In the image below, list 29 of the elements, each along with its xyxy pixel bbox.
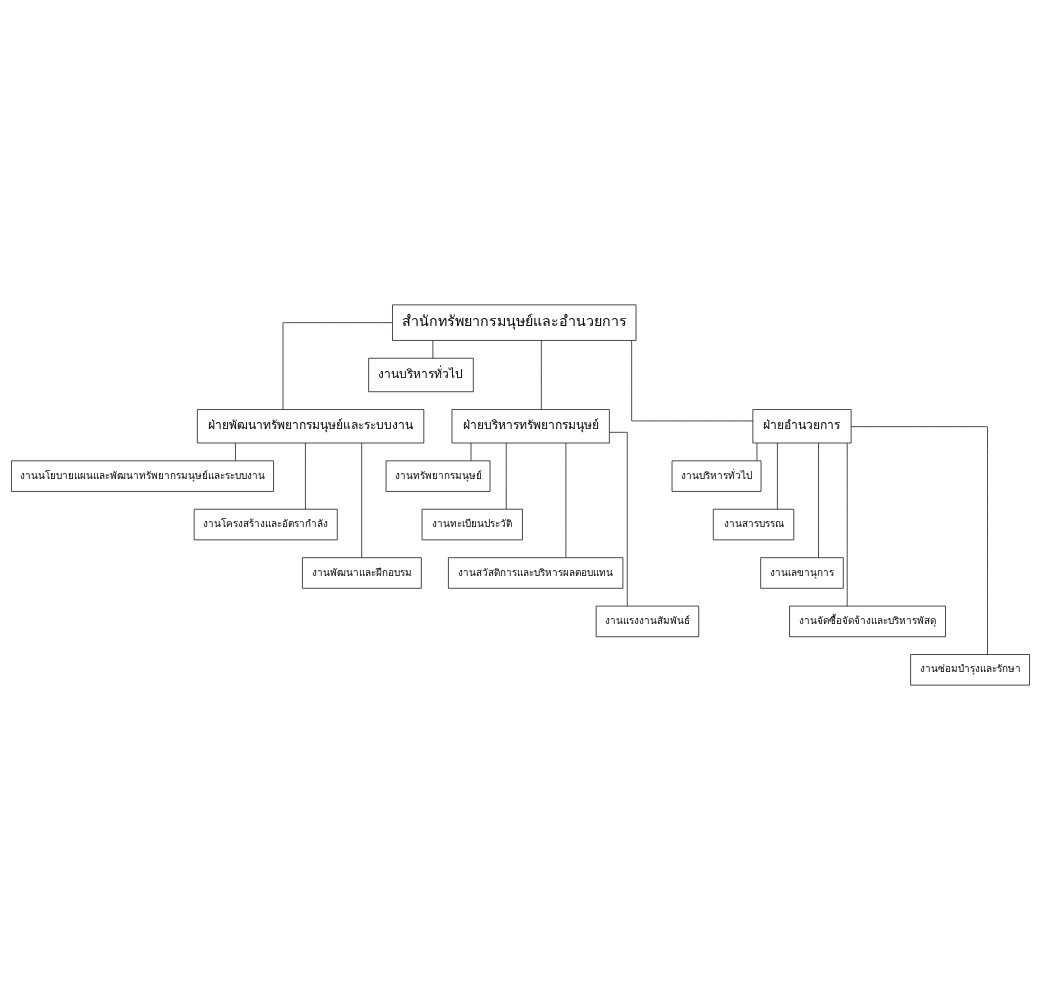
- connector: [565, 442, 567, 558]
- node-box: งานสารบรรณ: [712, 508, 795, 540]
- connector: [235, 442, 236, 461]
- node-box: งานจัดซื้อจัดจ้างและบริหารพัสดุ: [789, 605, 946, 637]
- node-box: ฝ่ายพัฒนาทรัพยากรมนุษย์และระบบงาน: [197, 408, 425, 443]
- connector: [432, 339, 434, 359]
- connector: [609, 431, 628, 606]
- node-box: งานบริหารทั่วไป: [671, 459, 762, 492]
- node-box: งานนโยบายแผนและพัฒนาทรัพยากรมนุษย์และระบบงาน: [11, 459, 274, 492]
- connector: [361, 442, 363, 558]
- connector: [282, 321, 393, 410]
- node-box: ฝ่ายอำนวยการ: [752, 408, 852, 443]
- node-box: งานทรัพยากรมนุษย์: [385, 459, 491, 492]
- node-box: งานสวัสดิการและบริหารผลตอบแทน: [448, 556, 624, 589]
- connector: [777, 442, 778, 510]
- node-box: งานโครงสร้างและอัตรากำลัง: [193, 508, 338, 540]
- node-box: งานบริหารทั่วไป: [368, 357, 474, 392]
- connector: [631, 339, 754, 421]
- node-box: สำนักทรัพยากรมนุษย์และอำนวยการ: [392, 304, 637, 341]
- connector: [818, 442, 819, 558]
- node-box: งานเลขานุการ: [760, 556, 844, 589]
- node-box: ฝ่ายบริหารทรัพยากรมนุษย์: [451, 408, 610, 443]
- connector: [305, 442, 306, 510]
- node-box: งานพัฒนาและฝึกอบรม: [302, 556, 422, 589]
- node-box: งานแรงงานสัมพันธ์: [595, 605, 700, 637]
- connector: [540, 339, 542, 410]
- connector: [850, 425, 988, 655]
- node-box: งานทะเบียนประวัติ: [421, 508, 523, 540]
- node-box: งานซ่อมบำรุงและรักษา: [910, 653, 1030, 685]
